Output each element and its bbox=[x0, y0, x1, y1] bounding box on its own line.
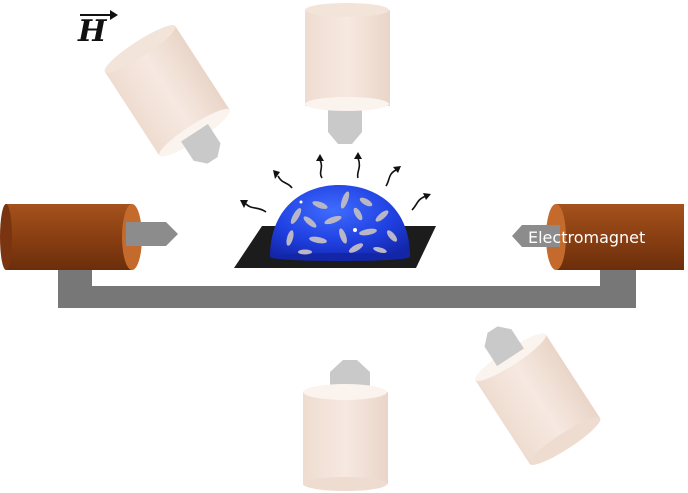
magnetic-field-label: H bbox=[78, 10, 118, 49]
nanoparticles bbox=[286, 191, 398, 255]
magnetic-droplet bbox=[270, 185, 410, 261]
emission-arrowheads bbox=[240, 152, 431, 208]
field-symbol: H bbox=[78, 14, 107, 49]
left-electromagnet bbox=[0, 204, 178, 270]
faded-electromagnet-lower-right bbox=[474, 326, 601, 465]
support-frame bbox=[58, 266, 636, 308]
emission-arrows bbox=[245, 157, 427, 213]
electromagnet-label: Electromagnet bbox=[528, 228, 645, 247]
right-electromagnet: Electromagnet bbox=[512, 204, 684, 270]
faded-electromagnet-upper-left bbox=[104, 25, 231, 164]
faded-electromagnet-top bbox=[305, 3, 390, 144]
faded-electromagnet-bottom bbox=[303, 360, 388, 491]
vector-arrow-icon bbox=[80, 10, 118, 20]
